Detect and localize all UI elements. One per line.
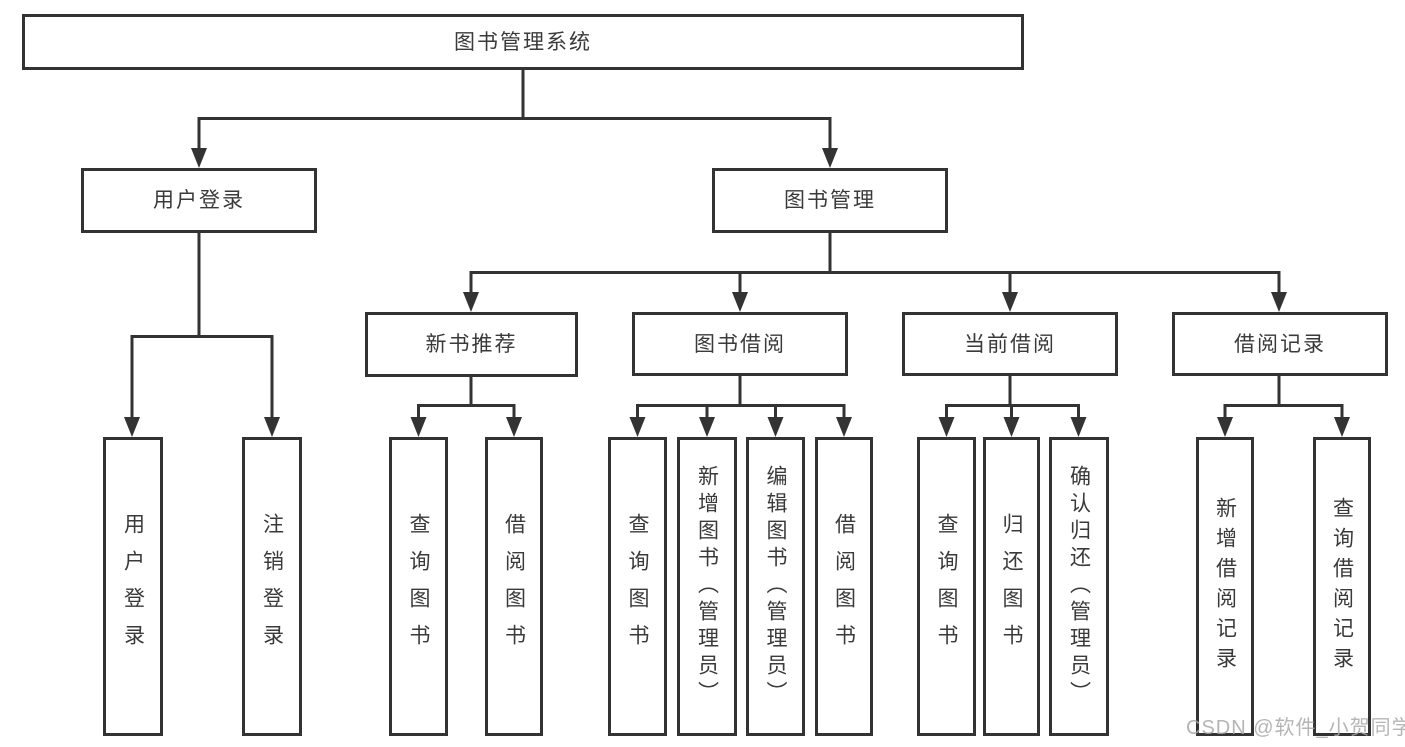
edge-lines	[130, 69, 1344, 419]
leaf-label: 归还图书	[1000, 512, 1023, 661]
node-label: 借阅记录	[1234, 332, 1326, 356]
leaf-return-books: 归还图书	[983, 437, 1040, 736]
leaf-label: 查询图书	[407, 512, 430, 661]
leaf-label: 编辑图书（管理员）	[764, 465, 787, 708]
leaf-user-login: 用户登录	[103, 437, 163, 736]
leaf-label: 确认归还（管理员）	[1067, 465, 1091, 708]
node-borrowing-records: 借阅记录	[1172, 312, 1388, 376]
leaf-borrow-books: 借阅图书	[485, 437, 543, 736]
node-label: 新书推荐	[425, 333, 518, 356]
edge-arrowheads	[124, 148, 1350, 437]
leaf-borrow-books-2: 借阅图书	[815, 437, 873, 736]
leaf-label: 借阅图书	[502, 512, 526, 661]
node-label: 图书管理系统	[454, 30, 592, 54]
leaf-label: 借阅图书	[832, 512, 856, 661]
leaf-add-borrow-record: 新增借阅记录	[1196, 437, 1254, 736]
node-user-login: 用户登录	[81, 168, 317, 233]
leaf-edit-book-admin: 编辑图书（管理员）	[746, 437, 805, 736]
node-current-borrowing: 当前借阅	[902, 312, 1118, 376]
node-label: 用户登录	[153, 189, 245, 212]
leaf-query-books: 查询图书	[389, 437, 448, 736]
leaf-label: 查询图书	[935, 512, 958, 661]
leaf-label: 新增图书（管理员）	[695, 465, 719, 708]
leaf-label: 新增借阅记录	[1213, 496, 1237, 677]
leaf-label: 查询图书	[626, 512, 649, 661]
node-label: 图书借阅	[694, 332, 786, 356]
leaf-query-books-3: 查询图书	[917, 437, 976, 736]
leaf-label: 注销登录	[260, 512, 284, 661]
leaf-add-book-admin: 新增图书（管理员）	[677, 437, 737, 736]
leaf-logout: 注销登录	[242, 437, 302, 736]
node-book-borrowing: 图书借阅	[632, 312, 848, 376]
node-label: 图书管理	[784, 189, 876, 212]
leaf-confirm-return-admin: 确认归还（管理员）	[1049, 437, 1109, 736]
node-new-book-recommendation: 新书推荐	[365, 312, 578, 377]
node-book-management: 图书管理	[712, 168, 948, 233]
node-label: 当前借阅	[964, 332, 1056, 356]
node-library-management-system: 图书管理系统	[22, 14, 1024, 70]
watermark: CSDN @软件_小贺同学	[1186, 717, 1405, 739]
leaf-query-books-2: 查询图书	[608, 437, 667, 736]
leaf-query-borrow-record: 查询借阅记录	[1313, 437, 1371, 736]
leaf-label: 查询借阅记录	[1330, 496, 1354, 677]
leaf-label: 用户登录	[121, 512, 145, 661]
